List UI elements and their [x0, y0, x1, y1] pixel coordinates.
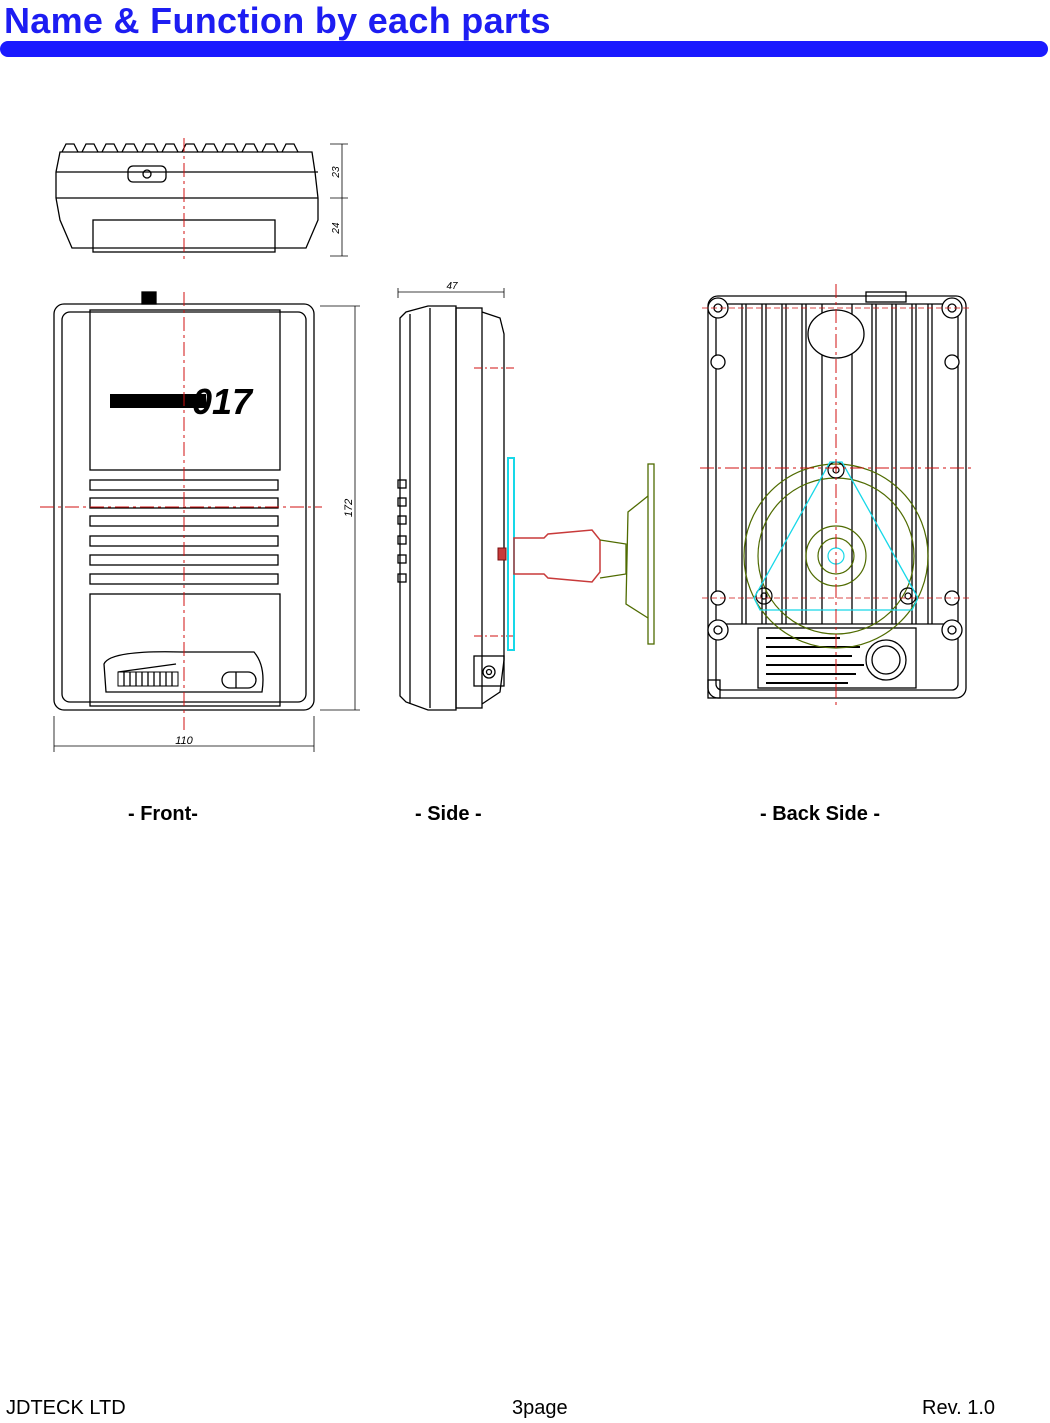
title-underline-bar — [0, 41, 1048, 57]
front-view — [53, 291, 360, 752]
side-view — [397, 288, 505, 711]
dim-top-depth-b: 24 — [331, 222, 342, 235]
back-mount-holes — [707, 297, 963, 641]
dim-top-depth-a: 23 — [331, 166, 342, 179]
caption-back-side: - Back Side - — [760, 803, 881, 825]
caption-front: - Front- — [128, 803, 198, 825]
side-mount-plate — [507, 457, 515, 651]
dim-height: 172 — [343, 499, 355, 517]
technical-drawing: 23 24 017 172 110 — [40, 138, 972, 752]
dim-side-depth: 47 — [446, 281, 458, 292]
back-mount-triangle — [753, 461, 919, 611]
side-mount-stud — [513, 529, 601, 583]
footer-revision: Rev. 1.0 — [922, 1397, 995, 1419]
footer-page-number: 3page — [512, 1397, 568, 1419]
dim-width: 110 — [175, 735, 193, 747]
footer-company: JDTECK LTD — [6, 1397, 126, 1419]
caption-side: - Side - — [415, 803, 482, 825]
front-logo-korean-block — [110, 394, 206, 408]
back-view — [707, 291, 967, 699]
page-title: Name & Function by each parts — [4, 0, 551, 41]
top-view — [55, 143, 348, 257]
wall-bracket — [599, 463, 655, 645]
